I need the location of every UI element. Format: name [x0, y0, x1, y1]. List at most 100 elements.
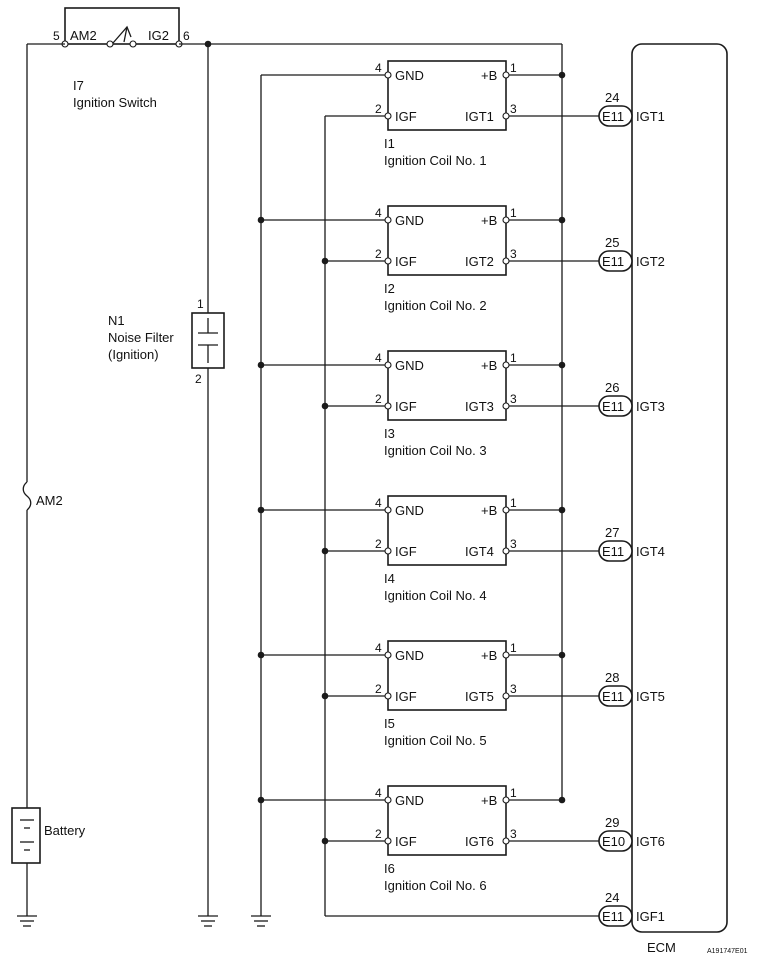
coil-5-pin-1: 1 — [510, 641, 517, 655]
fuse-am2-label: AM2 — [36, 493, 63, 508]
coil-6-connector-pin: 29 — [605, 815, 619, 830]
coil-6-igt-terminal — [502, 837, 510, 845]
coil-6-b-label: +B — [481, 793, 497, 808]
coil-5-ref: I5 — [384, 716, 395, 731]
coil-2-gnd-label: GND — [395, 213, 424, 228]
ignition-switch-box — [64, 7, 180, 45]
coil-6-igf-label: IGF — [395, 834, 417, 849]
battery-label: Battery — [44, 823, 86, 838]
coil-5-igt-terminal — [502, 692, 510, 700]
ignition-switch-ref: I7 — [73, 78, 84, 93]
coil-5-name: Ignition Coil No. 5 — [384, 733, 487, 748]
coil-4-ref: I4 — [384, 571, 395, 586]
coil-4-connector-label: E11 — [602, 544, 624, 559]
coil-3-box — [387, 350, 507, 421]
coil-5-igf-label: IGF — [395, 689, 417, 704]
coil-4-igf-terminal — [384, 547, 392, 555]
coil-1-gnd-label: GND — [395, 68, 424, 83]
coil-2-box — [387, 205, 507, 276]
coil-4-connector-pin: 27 — [605, 525, 619, 540]
coil-1-igf-label: IGF — [395, 109, 417, 124]
ignition-switch-pin-6: 6 — [183, 29, 190, 43]
ecm-igt6-label: IGT6 — [636, 834, 665, 849]
coil-2-connector-pin: 25 — [605, 235, 619, 250]
coil-1-ecm-connector — [598, 105, 633, 127]
noise-filter-ref: N1 — [108, 313, 125, 328]
coil-5-igf-terminal — [384, 692, 392, 700]
coil-6-igf-terminal — [384, 837, 392, 845]
coil-1-pin-2: 2 — [375, 102, 382, 116]
ignition-switch-pin-5: 5 — [53, 29, 60, 43]
coil-6-b-terminal — [502, 796, 510, 804]
coil-5-box — [387, 640, 507, 711]
coil-3-connector-label: E11 — [602, 399, 624, 414]
coil-2-b-terminal — [502, 216, 510, 224]
coil-4-pin-4: 4 — [375, 496, 382, 510]
coil-3-pin-4: 4 — [375, 351, 382, 365]
coil-6-ref: I6 — [384, 861, 395, 876]
igf-connector-pin: 24 — [605, 890, 619, 905]
coil-2-gnd-terminal — [384, 216, 392, 224]
coil-3-ref: I3 — [384, 426, 395, 441]
coil-1-connector-pin: 24 — [605, 90, 619, 105]
coil-6-box — [387, 785, 507, 856]
coil-3-b-label: +B — [481, 358, 497, 373]
coil-3-gnd-label: GND — [395, 358, 424, 373]
coil-3-ecm-connector — [598, 395, 633, 417]
coil-1-igt-label: IGT1 — [465, 109, 494, 124]
coil-1-connector-label: E11 — [602, 109, 624, 124]
coil-3-igf-terminal — [384, 402, 392, 410]
coil-3-gnd-terminal — [384, 361, 392, 369]
coil-2-pin-2: 2 — [375, 247, 382, 261]
coil-4-igf-label: IGF — [395, 544, 417, 559]
coil-5-pin-2: 2 — [375, 682, 382, 696]
igf-connector-e11 — [598, 905, 633, 927]
ecm-igt5-label: IGT5 — [636, 689, 665, 704]
noise-filter-pin-2: 2 — [195, 372, 202, 386]
coil-3-pin-1: 1 — [510, 351, 517, 365]
coil-1-igf-terminal — [384, 112, 392, 120]
coil-5-pin-4: 4 — [375, 641, 382, 655]
coil-5-b-label: +B — [481, 648, 497, 663]
coil-3-pin-2: 2 — [375, 392, 382, 406]
coil-5-connector-pin: 28 — [605, 670, 619, 685]
coil-4-pin-3: 3 — [510, 537, 517, 551]
coil-2-name: Ignition Coil No. 2 — [384, 298, 487, 313]
coil-3-igf-label: IGF — [395, 399, 417, 414]
coil-5-connector-label: E11 — [602, 689, 624, 704]
coil-1-box — [387, 60, 507, 131]
coil-2-igt-label: IGT2 — [465, 254, 494, 269]
coil-2-pin-1: 1 — [510, 206, 517, 220]
coil-2-igt-terminal — [502, 257, 510, 265]
ecm-igt3-label: IGT3 — [636, 399, 665, 414]
coil-3-connector-pin: 26 — [605, 380, 619, 395]
coil-4-gnd-terminal — [384, 506, 392, 514]
noise-filter-name: Noise Filter — [108, 330, 174, 345]
coil-2-ecm-connector — [598, 250, 633, 272]
coil-6-pin-2: 2 — [375, 827, 382, 841]
coil-5-ecm-connector — [598, 685, 633, 707]
switch-contact-right — [129, 40, 137, 48]
coil-3-igt-terminal — [502, 402, 510, 410]
coil-1-b-terminal — [502, 71, 510, 79]
coil-2-pin-3: 3 — [510, 247, 517, 261]
coil-6-igt-label: IGT6 — [465, 834, 494, 849]
coil-6-pin-1: 1 — [510, 786, 517, 800]
coil-2-ref: I2 — [384, 281, 395, 296]
coil-3-igt-label: IGT3 — [465, 399, 494, 414]
switch-lever — [123, 26, 128, 43]
coil-5-igt-label: IGT5 — [465, 689, 494, 704]
switch-contact-left — [106, 40, 114, 48]
coil-1-name: Ignition Coil No. 1 — [384, 153, 487, 168]
coil-4-b-label: +B — [481, 503, 497, 518]
coil-3-b-terminal — [502, 361, 510, 369]
coil-2-igf-terminal — [384, 257, 392, 265]
coil-1-pin-3: 3 — [510, 102, 517, 116]
figure-id: A191747E01 — [707, 948, 748, 955]
coil-1-pin-1: 1 — [510, 61, 517, 75]
ignition-switch-am2-label: AM2 — [70, 28, 97, 43]
coil-6-ecm-connector — [598, 830, 633, 852]
noise-filter-name-sub: (Ignition) — [108, 347, 159, 362]
coil-5-gnd-label: GND — [395, 648, 424, 663]
ecm-box — [631, 43, 728, 933]
